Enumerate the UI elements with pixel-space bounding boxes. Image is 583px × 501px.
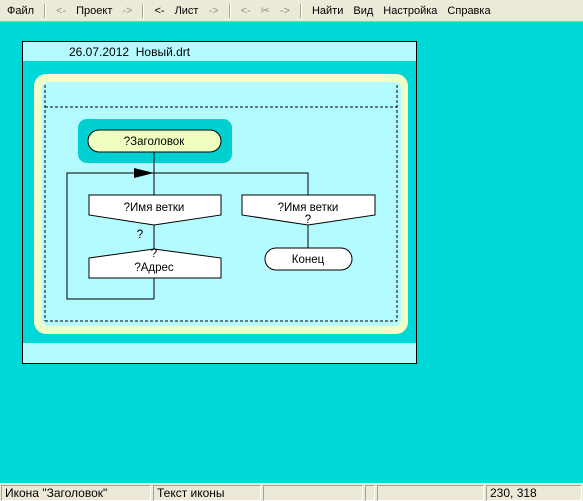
branch-2-condition: ? (305, 214, 311, 226)
branch-icon-1[interactable] (88, 194, 222, 226)
status-coords: 230, 318 (486, 485, 582, 501)
status-empty-2 (365, 485, 375, 501)
address-icon[interactable] (88, 248, 222, 279)
end-icon[interactable] (264, 247, 353, 271)
document-window: 26.07.2012 Новый.drt ?Заголовок ?Имя вет… (22, 41, 417, 364)
menu-separator (228, 3, 231, 18)
menu-separator (142, 3, 145, 18)
document-title: 26.07.2012 Новый.drt (69, 45, 190, 59)
menu-settings[interactable]: Настройка (383, 4, 438, 17)
menu-view[interactable]: Вид (353, 4, 374, 17)
status-bar: Икона "Заголовок" Текст иконы 230, 318 (0, 483, 583, 501)
status-icon-name: Икона "Заголовок" (1, 485, 151, 501)
address-label: ?Адрес (134, 262, 174, 274)
project-prev-button[interactable]: <- (56, 4, 67, 17)
edit-next-button[interactable]: -> (279, 4, 290, 17)
address-question: ? (151, 248, 157, 260)
document-date: 26.07.2012 (69, 45, 130, 59)
sheet-next-button[interactable]: -> (208, 4, 219, 17)
project-next-button[interactable]: -> (122, 4, 133, 17)
drakon-diagram: ?Заголовок ?Имя ветки ? ? ?Адрес ?Имя ве… (34, 74, 408, 334)
menu-bar: Файл <- Проект -> <- Лист -> <- ✂ -> Най… (0, 0, 583, 22)
branch-2-label: ?Имя ветки (278, 202, 339, 214)
branch-1-label: ?Имя ветки (124, 202, 185, 214)
menu-sheet[interactable]: Лист (174, 4, 199, 17)
sheet-prev-button[interactable]: <- (154, 4, 165, 17)
arrow-right-icon (134, 168, 154, 178)
edit-prev-button[interactable]: <- (240, 4, 251, 17)
branch-icon-2[interactable] (241, 194, 376, 226)
menu-project[interactable]: Проект (76, 4, 113, 17)
menu-separator (299, 3, 302, 18)
cut-icon[interactable]: ✂ (260, 4, 270, 17)
status-empty-1 (263, 485, 363, 501)
document-filename: Новый.drt (135, 45, 191, 59)
branch-1-condition: ? (137, 229, 143, 241)
branch-loop-line (66, 172, 309, 300)
end-label: Конец (292, 254, 325, 266)
menu-separator (44, 3, 47, 18)
status-empty-3 (377, 485, 484, 501)
title-icon-label: ?Заголовок (124, 136, 185, 148)
menu-file[interactable]: Файл (7, 4, 35, 17)
status-icon-text: Текст иконы (153, 485, 261, 501)
menu-find[interactable]: Найти (311, 4, 344, 17)
menu-help[interactable]: Справка (447, 4, 491, 17)
